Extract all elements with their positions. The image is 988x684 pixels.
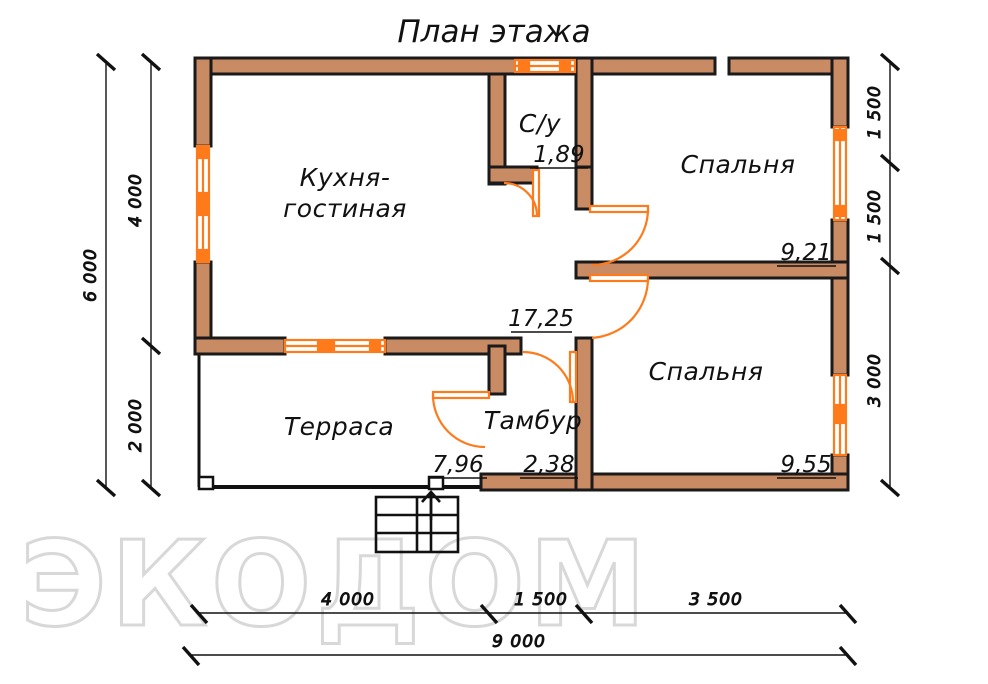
dim-left-inner: 4 000 2 000	[126, 52, 162, 498]
room-bedroom-bottom-label: Спальня	[649, 357, 764, 386]
door-bedroom-top	[588, 204, 650, 267]
room-tambour: Тамбур 2,38	[484, 406, 583, 479]
dim-bottom-outer-label: 9 000	[492, 632, 546, 652]
room-bedroom-top-area: 9,21	[780, 240, 831, 266]
wall-kitchen-terrace-left	[193, 336, 287, 356]
room-kitchen-living-label-line1: Кухня-	[300, 163, 391, 192]
window-top	[513, 58, 577, 74]
door-bathroom	[503, 168, 541, 218]
watermark-text: ЭКОДОМ	[20, 515, 650, 653]
room-bedroom-top-label: Спальня	[681, 150, 796, 179]
wall-exterior-left-upper	[193, 56, 213, 148]
door-terrace-tambour	[431, 390, 491, 449]
dim-right-label-3: 3 000	[865, 353, 885, 407]
stairs-up-arrow	[421, 490, 441, 520]
page-title: План этажа	[397, 14, 590, 50]
wall-exterior-right-a	[830, 56, 850, 129]
stairs	[374, 490, 460, 554]
room-bedroom-bottom: Спальня 9,55	[649, 357, 836, 479]
room-bedroom-top: Спальня 9,21	[681, 150, 836, 267]
dim-left-outer-label: 6 000	[81, 248, 101, 302]
wall-central-lower	[574, 336, 594, 492]
wall-tambour-left-stub	[487, 344, 507, 396]
window-right-lower	[832, 373, 848, 457]
dim-right-label-2: 1 500	[865, 189, 885, 243]
door-bedroom-bottom	[588, 273, 650, 340]
room-tambour-area: 2,38	[523, 452, 574, 478]
room-bathroom-label: С/у	[519, 109, 562, 138]
room-kitchen-living-label-line2: гостиная	[283, 194, 407, 223]
room-bathroom: С/у 1,89	[519, 109, 588, 169]
dim-bottom-inner-label-1: 4 000	[321, 590, 375, 610]
dim-left-outer: 6 000	[81, 52, 117, 498]
room-terrace-area: 7,96	[432, 452, 483, 478]
dim-bottom-outer: 9 000	[181, 632, 858, 667]
room-kitchen-living: Кухня- гостиная 17,25	[283, 163, 574, 333]
wall-bathroom-bottom-left	[487, 165, 539, 185]
window-left	[195, 144, 211, 264]
dim-left-inner-label-1: 4 000	[126, 173, 146, 227]
dim-bottom-inner-label-2: 1 500	[514, 590, 568, 610]
wall-bathroom-right	[574, 165, 594, 211]
room-terrace-label: Терраса	[284, 412, 394, 441]
window-right-upper	[832, 125, 848, 222]
wall-exterior-top	[193, 56, 717, 76]
room-bathroom-area: 1,89	[533, 142, 584, 168]
window-group	[195, 58, 848, 457]
dim-bottom-inner: 4 000 1 500 3 500	[189, 590, 858, 625]
room-kitchen-living-area: 17,25	[508, 306, 574, 332]
terrace-outline	[197, 350, 481, 491]
wall-exterior-top-right	[727, 56, 850, 76]
room-terrace: Терраса 7,96	[284, 412, 487, 479]
wall-exterior-right-b	[830, 218, 850, 377]
room-bedroom-bottom-area: 9,55	[780, 452, 831, 478]
door-group	[431, 168, 650, 449]
dim-right: 1 500 1 500 3 000	[865, 52, 901, 498]
dim-bottom-inner-label-3: 3 500	[689, 590, 743, 610]
window-kitchen-terrace	[283, 338, 387, 354]
dim-left-inner-label-2: 2 000	[126, 398, 146, 452]
room-tambour-label: Тамбур	[484, 406, 583, 435]
door-tambour-hall	[522, 350, 578, 404]
dim-right-label-1: 1 500	[865, 85, 885, 139]
dimension-lines: 6 000 4 000 2 000 1 500 1 500 3 000	[81, 52, 901, 667]
